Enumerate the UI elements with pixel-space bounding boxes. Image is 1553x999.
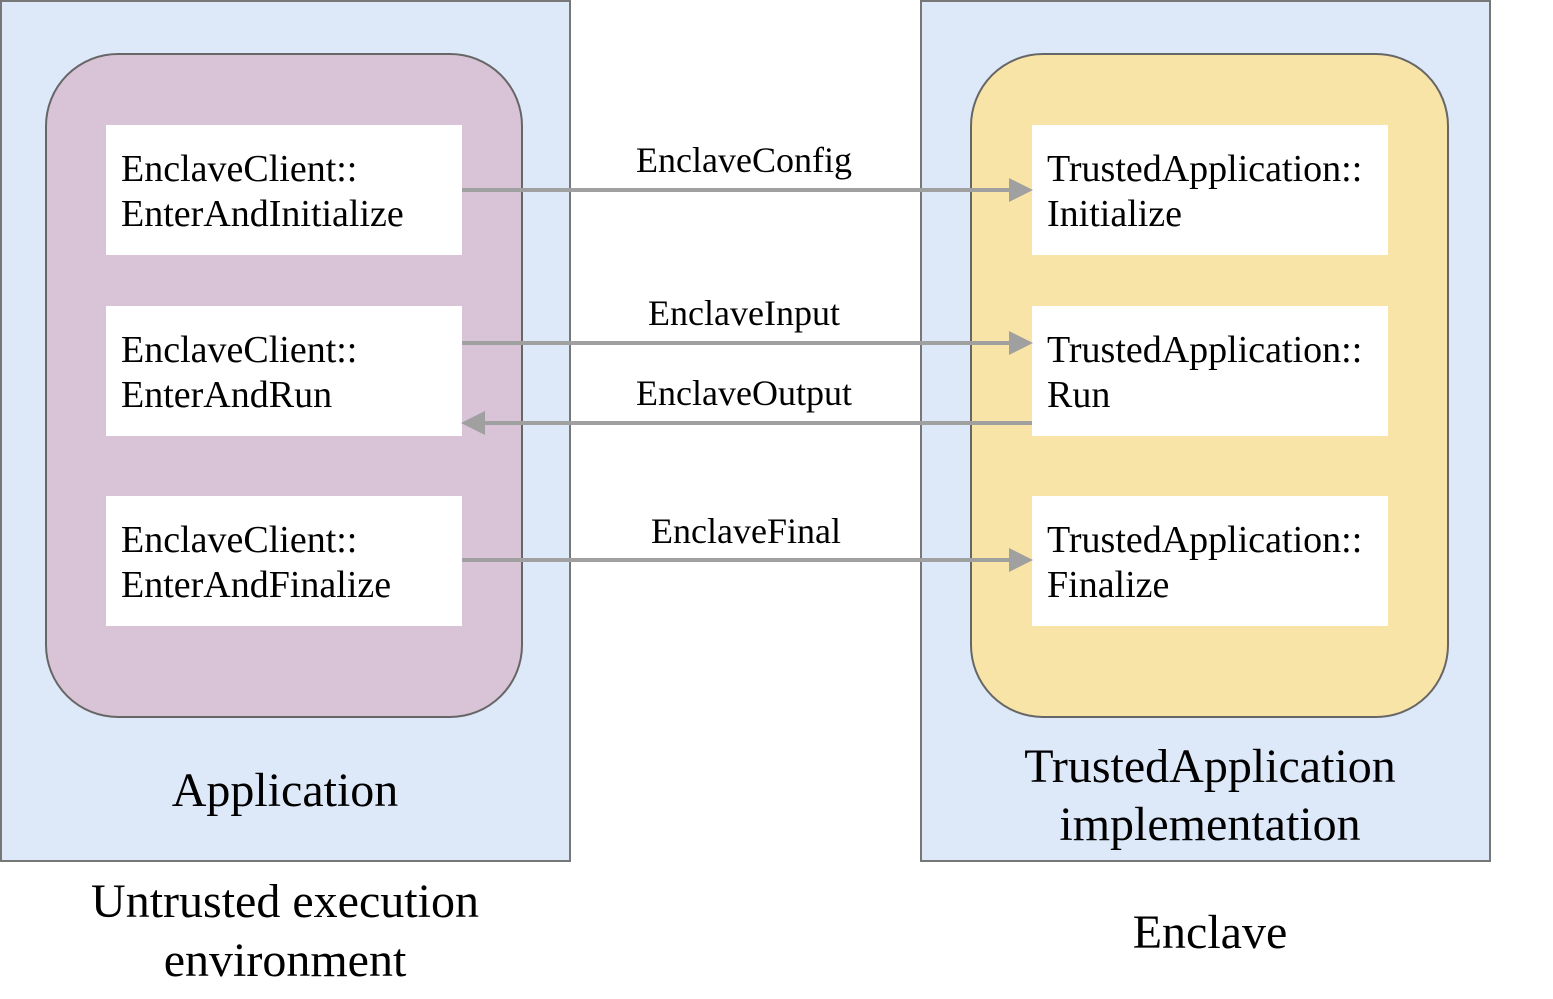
enclave-title: Enclave — [1133, 906, 1288, 959]
untrusted-title: environment — [164, 934, 407, 987]
box-text: TrustedApplication:: — [1047, 329, 1362, 371]
client-box-initialize: EnclaveClient:: EnterAndInitialize — [106, 125, 462, 255]
untrusted-title: Untrusted execution — [91, 875, 479, 928]
box-text: Run — [1047, 374, 1110, 416]
enclave-environment: TrustedApplication:: Initialize TrustedA… — [920, 0, 1491, 862]
box-text: EnclaveClient:: — [121, 329, 357, 371]
message-label: EnclaveOutput — [636, 373, 852, 413]
message-label: EnclaveConfig — [636, 140, 852, 180]
message-label: EnclaveInput — [648, 293, 840, 333]
client-box-run: EnclaveClient:: EnterAndRun — [106, 306, 462, 436]
trusted-box-initialize: TrustedApplication:: Initialize — [1032, 125, 1388, 255]
trusted-box-finalize: TrustedApplication:: Finalize — [1032, 496, 1388, 626]
box-text: EnclaveClient:: — [121, 519, 357, 561]
box-text: EnclaveClient:: — [121, 148, 357, 190]
box-text: TrustedApplication:: — [1047, 148, 1362, 190]
box-text: EnterAndRun — [121, 374, 332, 416]
box-text: Initialize — [1047, 193, 1182, 235]
trusted-application-label: implementation — [1059, 798, 1360, 851]
trusted-application-label: TrustedApplication — [1024, 740, 1396, 793]
box-text: Finalize — [1047, 564, 1169, 606]
client-box-finalize: EnclaveClient:: EnterAndFinalize — [106, 496, 462, 626]
trusted-box-run: TrustedApplication:: Run — [1032, 306, 1388, 436]
untrusted-environment: EnclaveClient:: EnterAndInitialize Encla… — [0, 0, 571, 862]
box-text: EnterAndInitialize — [121, 193, 404, 235]
message-label: EnclaveFinal — [651, 511, 841, 551]
box-text: EnterAndFinalize — [121, 564, 391, 606]
box-text: TrustedApplication:: — [1047, 519, 1362, 561]
application-label: Application — [172, 764, 399, 817]
message-arrows: EnclaveConfig EnclaveInput EnclaveOutput… — [461, 140, 1033, 572]
